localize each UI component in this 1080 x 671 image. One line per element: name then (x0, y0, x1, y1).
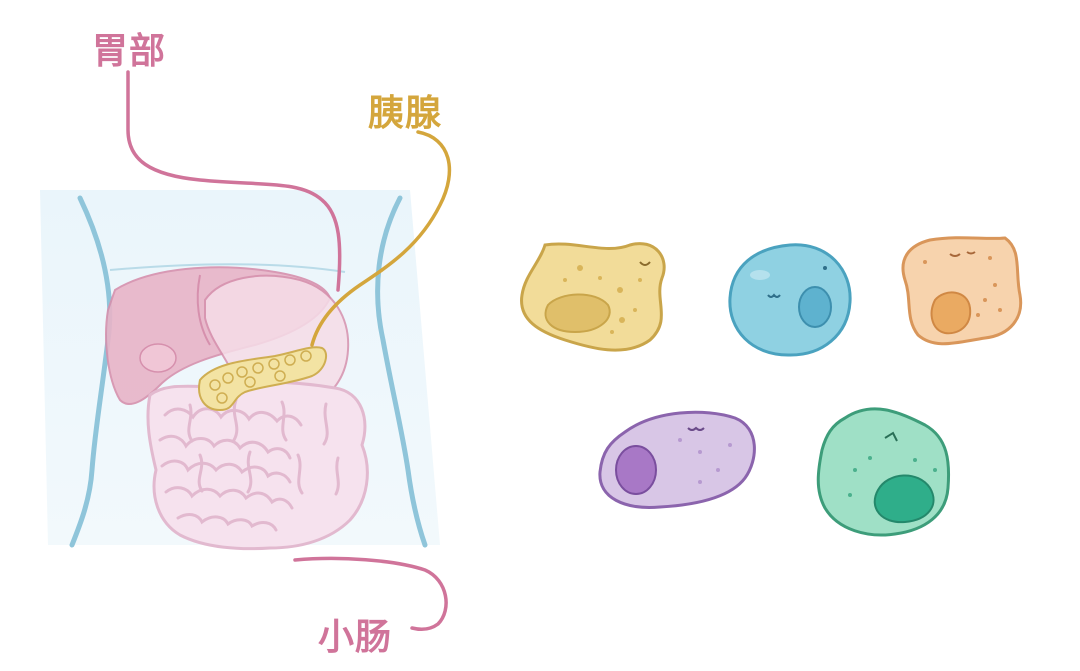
cell-yellow-irregular (520, 242, 666, 352)
cell-green-irregular (816, 407, 951, 537)
pancreas-label: 胰腺 (368, 93, 443, 134)
rib-line (109, 263, 346, 273)
cell-orange-irregular (901, 236, 1023, 346)
stomach-leader-line (126, 70, 342, 292)
right-body-outline (375, 195, 428, 548)
pancreas (198, 346, 328, 412)
stomach-label: 胃部 (92, 31, 167, 72)
small-intestine-leader-line (293, 556, 448, 631)
left-body-outline (69, 195, 113, 548)
small-intestine (146, 380, 369, 551)
small-intestine-label: 小肠 (318, 617, 393, 658)
cell-blue-round (728, 243, 852, 357)
cell-purple-oval (598, 410, 756, 509)
pancreas-leader-line (310, 130, 452, 347)
